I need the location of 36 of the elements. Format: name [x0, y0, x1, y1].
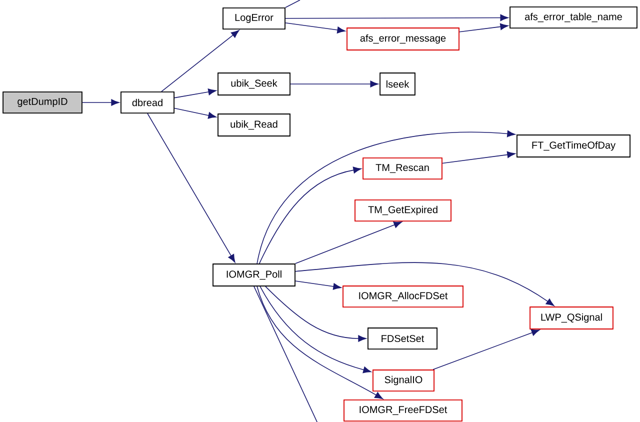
function-box: FT_GetTimeOfDay	[516, 134, 630, 158]
arrow	[295, 222, 402, 264]
arrow	[161, 30, 240, 92]
function-box: dbread	[120, 92, 174, 114]
arrow	[285, 22, 346, 34]
function-box: IOMGR_AllocFDSet	[342, 286, 464, 308]
arrow	[256, 286, 383, 400]
function-box: IOMGR_Poll	[212, 264, 296, 286]
function-box: IOMGR_FreeFDSet	[344, 400, 462, 422]
arrow	[258, 166, 362, 264]
arrow	[442, 151, 516, 164]
arrow	[265, 286, 366, 342]
function-box: afs_error_table_name	[510, 6, 638, 28]
arrow	[147, 113, 236, 263]
function-box: LWP_QSignal	[530, 306, 614, 330]
function-box: TM_GetExpired	[354, 200, 452, 222]
function-box: afs_error_message	[346, 28, 460, 50]
function-box: SignalIO	[372, 370, 434, 392]
function-box: TM_Rescan	[362, 158, 442, 180]
function-box: ubik_Seek	[218, 72, 290, 96]
arrow	[174, 108, 216, 119]
arrow	[256, 130, 516, 264]
arrow	[432, 329, 540, 370]
function-box: getDumpID	[2, 92, 82, 114]
arrow	[285, 14, 508, 22]
arrow	[174, 88, 216, 98]
function-box: LogError	[222, 8, 286, 30]
arrow	[459, 23, 508, 32]
arrow	[290, 80, 378, 88]
function-box: ubik_Read	[218, 114, 290, 136]
arrow	[82, 99, 120, 106]
arrow	[295, 280, 342, 290]
arrow	[295, 262, 554, 306]
function-box: FDSetSet	[368, 328, 438, 350]
arrow	[260, 286, 372, 374]
function-box: lseek	[380, 72, 416, 96]
